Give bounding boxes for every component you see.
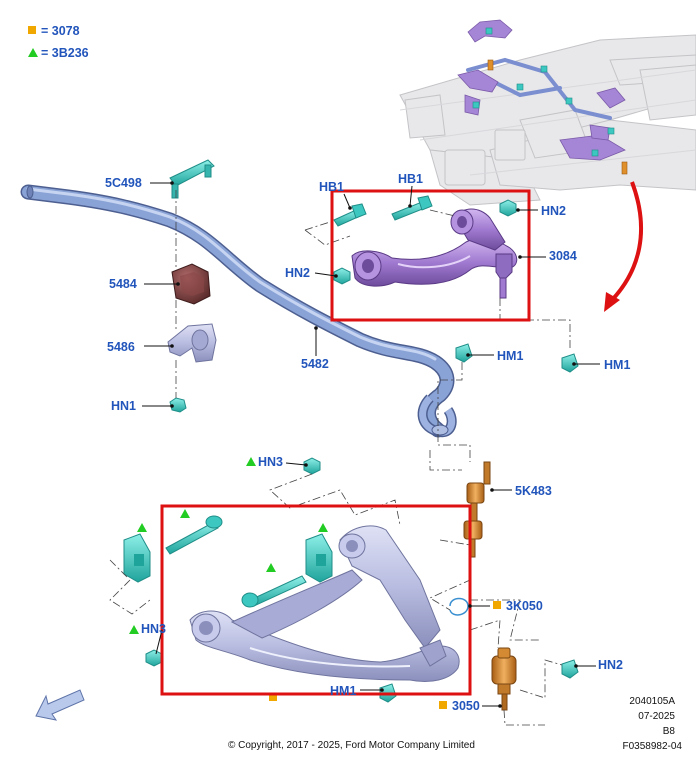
callout-HN2-lower: HN2 (598, 658, 624, 672)
callout-3K050-text: 3K050 (506, 599, 543, 613)
diagram-code-2: 07-2025 (638, 711, 675, 722)
square-marker-icon (493, 601, 501, 609)
legend-item-3078: = 3078 (28, 24, 80, 38)
callout-HN2-upper: HN2 (541, 204, 567, 218)
callout-5484: 5484 (109, 277, 137, 291)
stabilizer-link (463, 461, 491, 558)
callout-HN2-left: HN2 (285, 266, 311, 280)
callout-HN1: HN1 (111, 399, 137, 413)
stabilizer-bar (20, 184, 457, 438)
callout-HM1-3: HM1 (330, 684, 357, 698)
view-arrow (604, 181, 644, 312)
diagram-code-4: F0358982-04 (622, 741, 683, 752)
callout-HM1-1: HM1 (497, 349, 524, 363)
lower-arm-highlight (160, 504, 472, 696)
bracket-5C498 (169, 159, 215, 199)
bolt-HB1-1 (333, 203, 367, 227)
lower-control-arm (189, 525, 460, 682)
ball-joint-3050 (491, 647, 517, 711)
vehicle-frame-thumbnail (399, 19, 696, 206)
callout-HB1-2: HB1 (398, 172, 424, 186)
legend-text: = 3078 (41, 24, 80, 38)
callout-5486: 5486 (107, 340, 135, 354)
callout-HM1-2: HM1 (604, 358, 631, 372)
upper-arm-highlight (330, 189, 531, 322)
insulator-HM1-2 (561, 353, 579, 373)
callout-3K050: 3K050 (493, 599, 543, 613)
square-marker-icon (28, 26, 36, 34)
callout-3084: 3084 (549, 249, 577, 263)
clamp-5486 (167, 323, 217, 363)
nut-HN2-lower (561, 659, 579, 679)
cam-bolt-lower (241, 575, 307, 608)
3B236-markers (129, 457, 328, 634)
callout-5K483: 5K483 (515, 484, 552, 498)
bolt-HB1-2 (391, 195, 433, 221)
callout-5C498: 5C498 (105, 176, 142, 190)
callout-3050-text: 3050 (452, 699, 480, 713)
assembly-lines-upper (304, 209, 571, 350)
nut-HN2-upper (499, 199, 517, 217)
callout-HN3-upper: HN3 (258, 455, 284, 469)
copyright-text: © Copyright, 2017 - 2025, Ford Motor Com… (228, 740, 475, 751)
legend-item-3B236: = 3B236 (28, 46, 89, 60)
callout-3050: 3050 (439, 699, 480, 713)
upper-control-arm (351, 208, 518, 299)
callout-HB1-1: HB1 (319, 180, 345, 194)
diagram-code-1: 2040105A (629, 696, 675, 707)
nut-HN3-lower (145, 649, 163, 667)
orientation-arrow-icon (35, 689, 85, 721)
3078-marker (269, 693, 277, 701)
bushing-5484 (171, 263, 211, 305)
diagram-code-3: B8 (662, 726, 675, 737)
legend-text: = 3B236 (41, 46, 89, 60)
nut-HN2-left (333, 267, 351, 285)
assembly-lines-middle (429, 362, 471, 471)
square-marker-icon (439, 701, 447, 709)
cam-bolt-upper (165, 515, 223, 555)
leader-dots (170, 181, 578, 708)
callout-5482: 5482 (301, 357, 329, 371)
cam-bracket-left (123, 533, 151, 583)
insulator-HM1-1 (455, 343, 473, 363)
triangle-marker-icon (28, 48, 38, 57)
cam-bracket-right (305, 533, 333, 583)
leader-lines (142, 182, 600, 707)
callout-HN3-lower: HN3 (141, 622, 167, 636)
clip-3K050 (449, 597, 469, 616)
nut-HN3-upper (303, 457, 321, 475)
